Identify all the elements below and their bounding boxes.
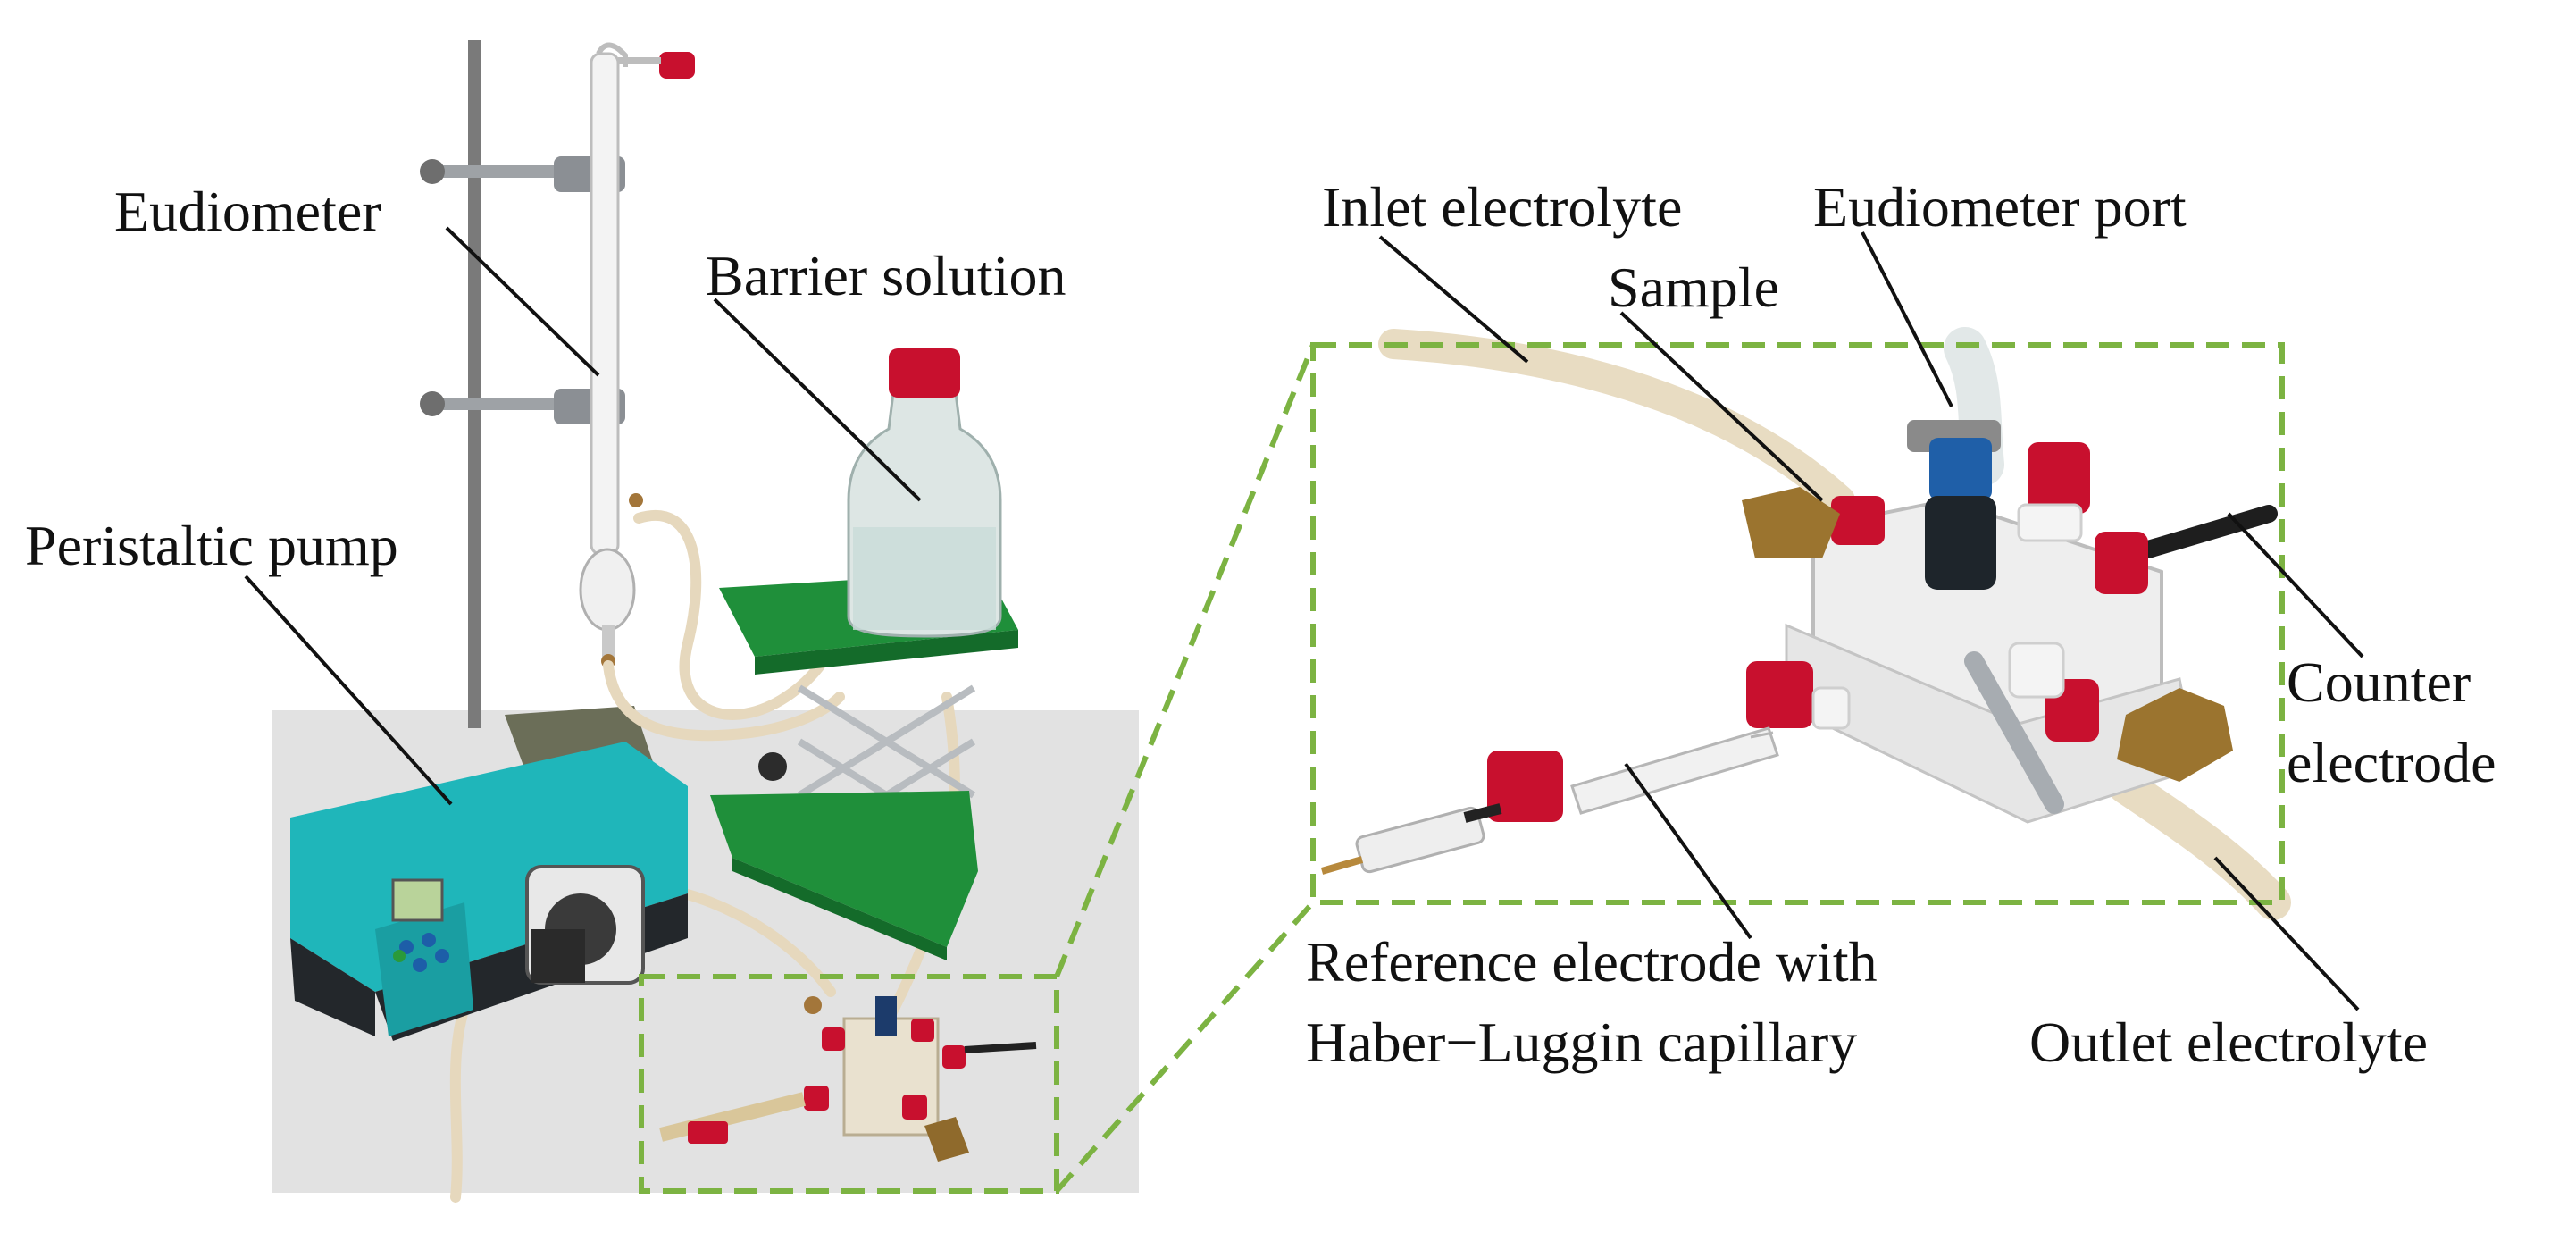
- zoom-source-box: [639, 974, 1059, 1194]
- labels: Eudiometer Barrier solution Peristaltic …: [25, 175, 2497, 1074]
- bottle-cap: [889, 348, 960, 398]
- label-peristaltic-pump: Peristaltic pump: [25, 514, 398, 577]
- cell-small: [659, 996, 1037, 1162]
- cap-capillary: [1487, 751, 1563, 822]
- label-counter-electrode-2: electrode: [2287, 731, 2497, 794]
- brass-fittings: [1742, 487, 2233, 782]
- label-inlet-electrolyte: Inlet electrolyte: [1322, 175, 1682, 239]
- leader-lines: [244, 226, 2364, 1011]
- label-outlet-electrolyte: Outlet electrolyte: [2029, 1011, 2428, 1074]
- label-eudiometer: Eudiometer: [114, 180, 381, 243]
- steel-rod: [1964, 651, 2064, 814]
- cap-top: [2028, 442, 2090, 514]
- leader-barrier-solution: [713, 298, 922, 502]
- barrier-solution-bottle: [847, 348, 1002, 638]
- eudiometer-tube: [579, 42, 695, 668]
- leader-sample: [1619, 311, 1824, 502]
- brass-sample: [1742, 487, 1840, 558]
- label-reference-electrode-1: Reference electrode with: [1306, 930, 1878, 994]
- leader-reference-electrode: [1624, 762, 1752, 940]
- pump-display: [391, 878, 444, 922]
- zoom-frame: [1310, 342, 2285, 905]
- leader-outlet-electrolyte: [2213, 856, 2360, 1011]
- brass-outlet: [2117, 688, 2233, 782]
- zoom-line-top: [1054, 343, 1316, 978]
- eudiometer-cap: [659, 52, 695, 79]
- cap-reference: [1746, 661, 1813, 728]
- peristaltic-pump: [290, 742, 688, 1041]
- leader-inlet-electrolyte: [1378, 235, 1529, 364]
- label-counter-electrode-1: Counter: [2287, 650, 2471, 714]
- stand-rod: [468, 40, 481, 728]
- counter-electrode-rod: [2139, 505, 2278, 558]
- zoom-line-bottom: [1054, 901, 1316, 1193]
- label-reference-electrode-2: Haber−Luggin capillary: [1306, 1011, 1857, 1074]
- label-barrier-solution: Barrier solution: [706, 244, 1066, 307]
- cell-zoom-photo: [1310, 327, 2291, 920]
- inlet-tube: [1378, 329, 1855, 516]
- leader-peristaltic-pump: [244, 575, 453, 806]
- leader-eudiometer-port: [1861, 231, 1953, 407]
- cap-sample: [1831, 496, 1885, 545]
- reference-electrode: [1320, 726, 1779, 875]
- eudiometer-connector: [1907, 420, 2001, 590]
- leader-eudiometer: [445, 226, 600, 377]
- outlet-tube: [2108, 768, 2291, 920]
- leader-counter-electrode: [2227, 512, 2364, 658]
- label-eudiometer-port: Eudiometer port: [1813, 175, 2187, 239]
- label-sample: Sample: [1608, 256, 1779, 319]
- overview-photo: [272, 40, 1139, 1203]
- cap-counter: [2095, 532, 2148, 594]
